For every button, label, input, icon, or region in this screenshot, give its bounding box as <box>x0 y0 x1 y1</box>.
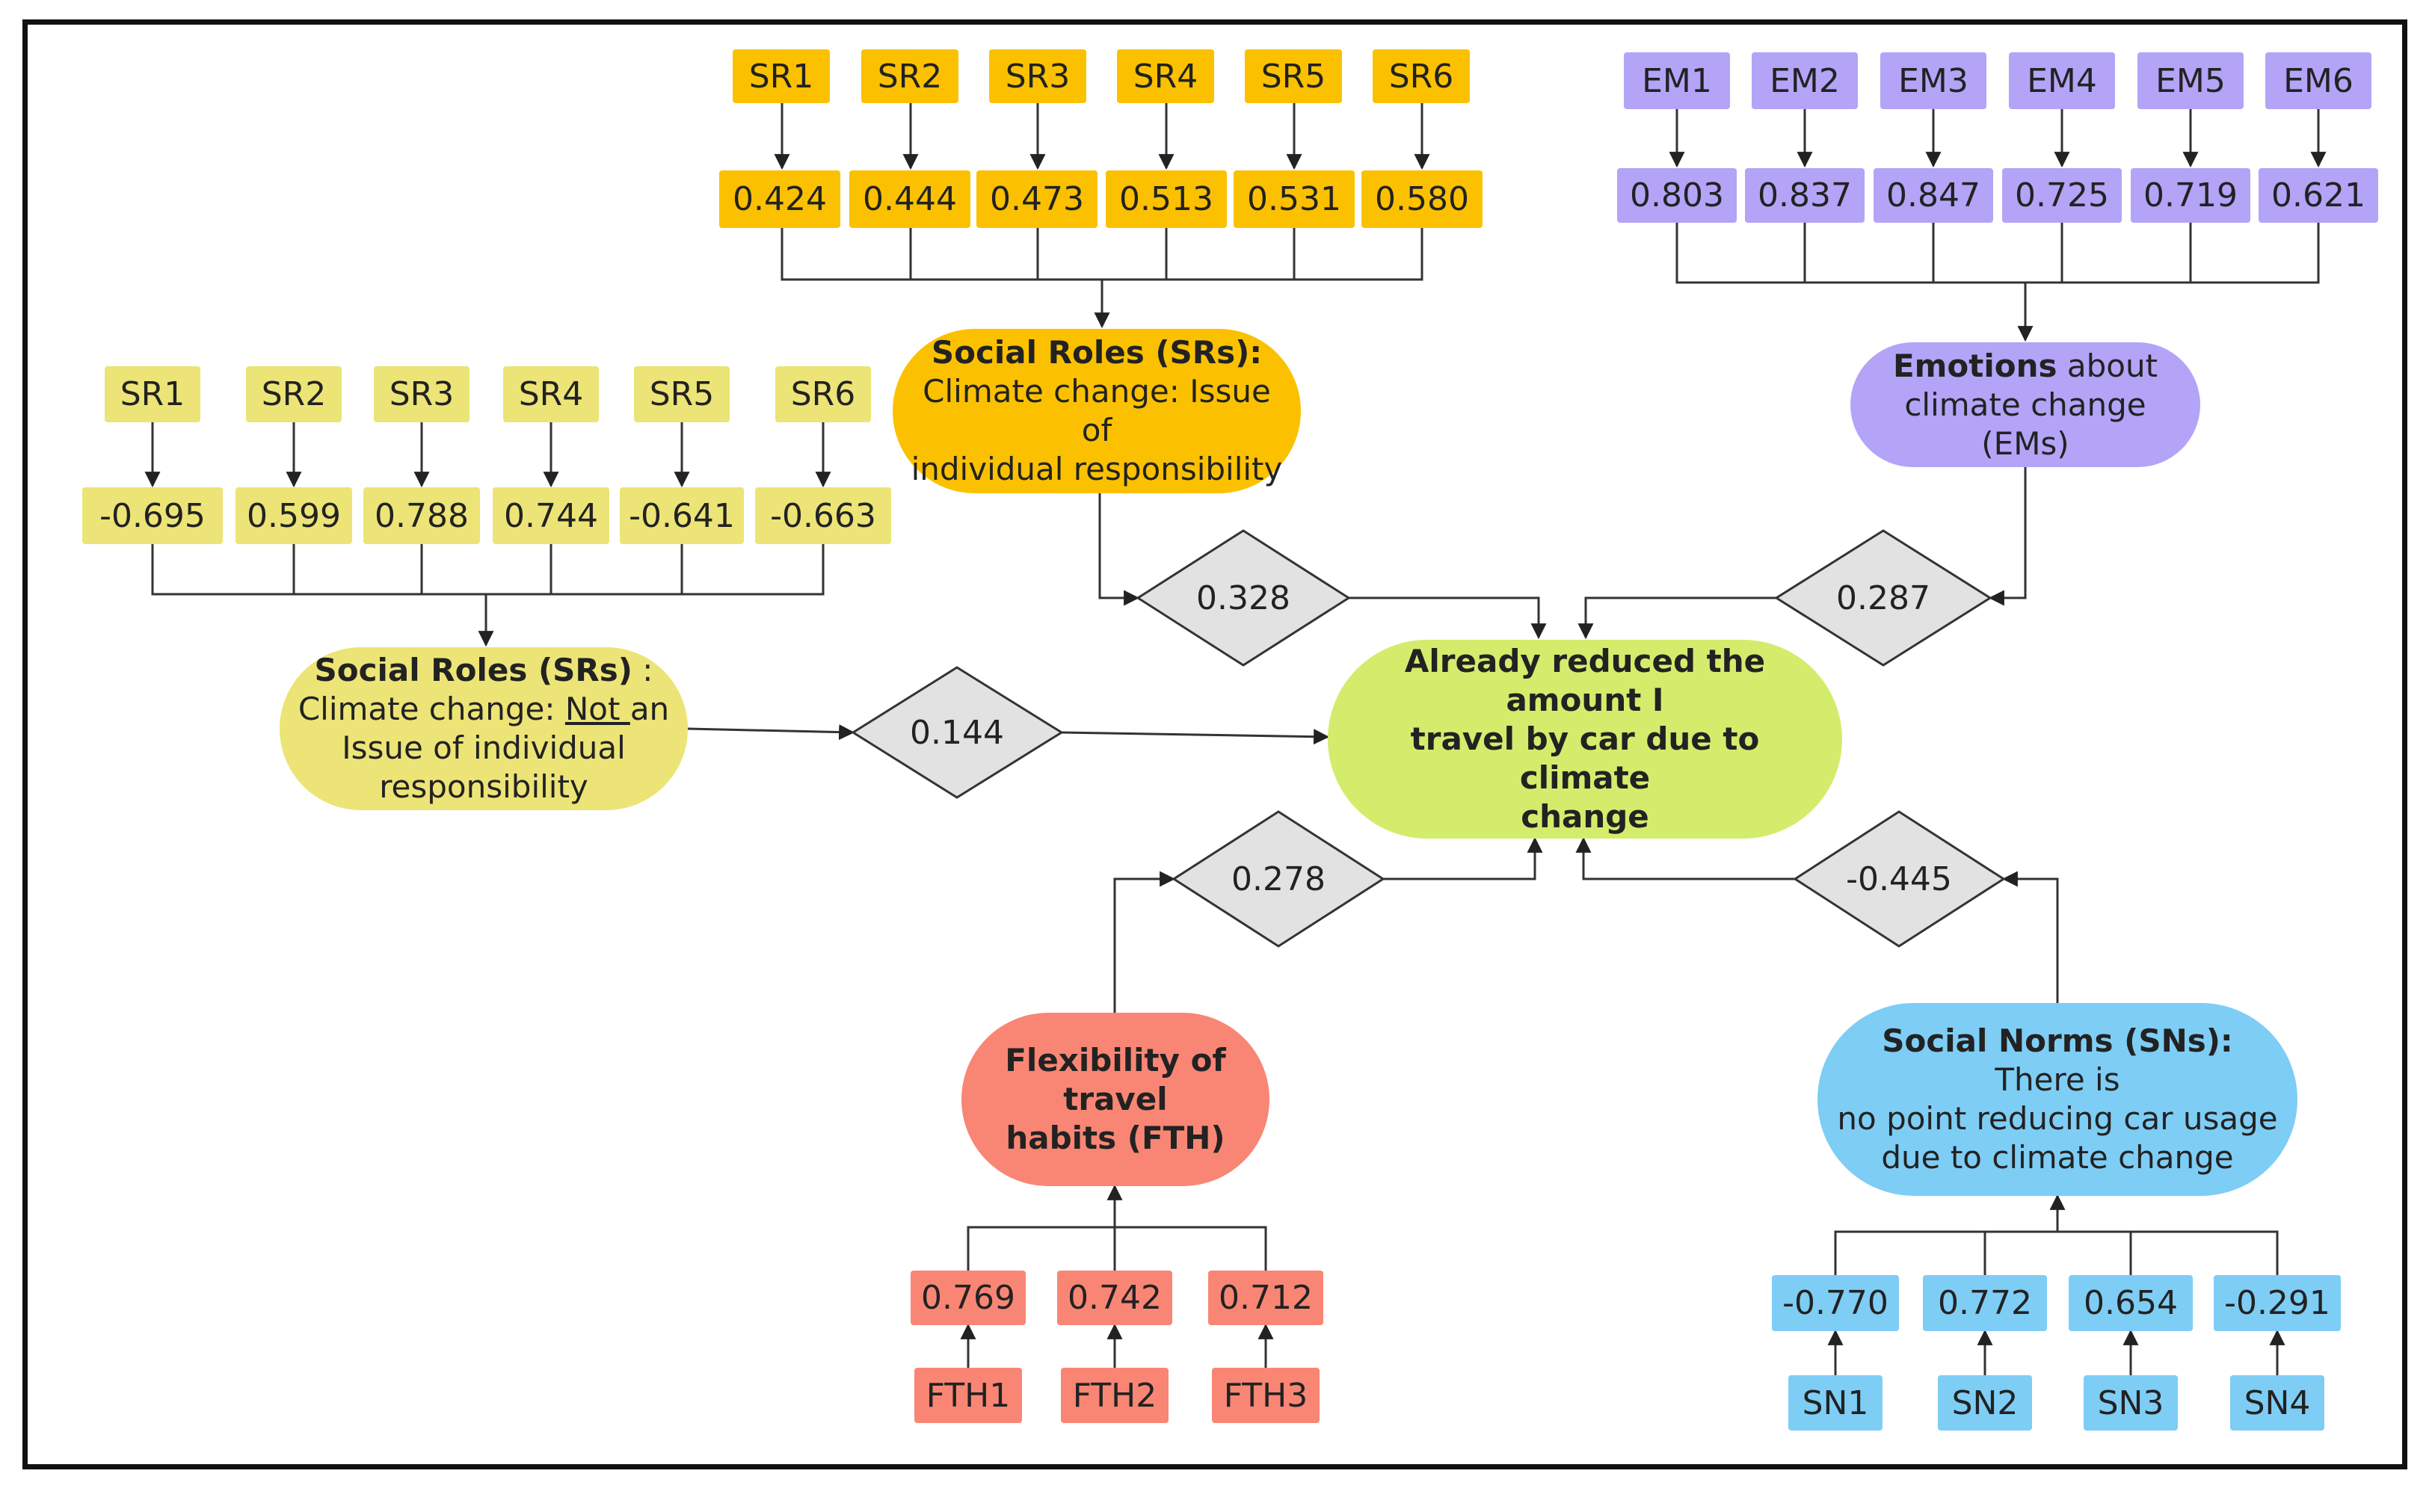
fth-item-1: FTH1 <box>914 1368 1022 1423</box>
sn-loading-4: -0.291 <box>2214 1275 2341 1331</box>
sr-top-item-5: SR5 <box>1245 49 1342 103</box>
sr-top-loading-1: 0.424 <box>719 170 840 228</box>
fth-construct-line2: habits (FTH) <box>1006 1120 1225 1156</box>
path-label-sr-left: 0.144 <box>910 713 1004 752</box>
fth-loading-3: 0.712 <box>1208 1271 1323 1325</box>
fth-loading-1: 0.769 <box>911 1271 1026 1325</box>
sr-top-construct-title: Social Roles (SRs): <box>931 334 1263 371</box>
em-loading-6: 0.621 <box>2259 168 2378 223</box>
sn-loading-3: 0.654 <box>2069 1275 2193 1331</box>
fth-construct-line1: Flexibility of travel <box>1005 1042 1226 1117</box>
sr-top-construct: Social Roles (SRs): Climate change: Issu… <box>893 329 1301 493</box>
em-loading-3: 0.847 <box>1874 168 1993 223</box>
sr-left-construct-title: Social Roles (SRs) <box>314 652 632 688</box>
sr-top-construct-line3: individual responsibility <box>911 451 1283 487</box>
sr-left-construct-line2b: an <box>629 691 670 727</box>
em-construct-line2: climate change <box>1904 386 2146 423</box>
sn-loading-1: -0.770 <box>1772 1275 1899 1331</box>
sn-item-4: SN4 <box>2230 1375 2324 1431</box>
sr-left-loading-6: -0.663 <box>755 487 891 544</box>
em-construct-title: Emotions <box>1892 347 2057 384</box>
path-label-sn: -0.445 <box>1846 860 1952 898</box>
sr-top-loading-5: 0.531 <box>1234 170 1355 228</box>
sr-left-item-4: SR4 <box>503 366 599 422</box>
sr-left-item-3: SR3 <box>374 366 470 422</box>
sr-left-construct-line2a: Climate change: <box>298 691 565 727</box>
sr-top-loading-6: 0.580 <box>1361 170 1483 228</box>
sr-left-loading-2: 0.599 <box>236 487 352 544</box>
sr-top-construct-line2: Climate change: Issue of <box>923 373 1271 448</box>
outcome-line1: Already reduced the amount I <box>1404 643 1766 718</box>
em-item-4: EM4 <box>2009 52 2115 109</box>
em-item-5: EM5 <box>2137 52 2244 109</box>
sr-left-item-6: SR6 <box>775 366 871 422</box>
path-diamond-sn <box>1793 810 2006 948</box>
path-label-fth: 0.278 <box>1231 860 1326 898</box>
sn-loading-2: 0.772 <box>1923 1275 2047 1331</box>
sr-top-item-1: SR1 <box>733 49 830 103</box>
em-item-3: EM3 <box>1880 52 1986 109</box>
sr-top-item-6: SR6 <box>1373 49 1470 103</box>
path-label-em: 0.287 <box>1836 578 1930 617</box>
sr-left-construct-line4: responsibility <box>379 768 588 805</box>
em-construct-title-rest: about <box>2057 347 2158 384</box>
sn-construct-title-rest: There is <box>1995 1061 2120 1098</box>
outcome-line2: travel by car due to climate <box>1410 720 1760 796</box>
sr-top-loading-4: 0.513 <box>1106 170 1227 228</box>
em-item-2: EM2 <box>1752 52 1858 109</box>
outcome-line3: change <box>1521 798 1649 835</box>
fth-construct: Flexibility of travel habits (FTH) <box>961 1013 1269 1186</box>
sr-left-construct-title-rest: : <box>632 652 653 688</box>
fth-item-3: FTH3 <box>1212 1368 1320 1423</box>
sr-top-loading-3: 0.473 <box>976 170 1098 228</box>
sn-item-2: SN2 <box>1938 1375 2032 1431</box>
em-loading-1: 0.803 <box>1617 168 1737 223</box>
sr-left-construct: Social Roles (SRs) : Climate change: Not… <box>280 647 688 810</box>
sr-left-loading-3: 0.788 <box>363 487 480 544</box>
sn-item-1: SN1 <box>1788 1375 1883 1431</box>
path-diamond-sr-left <box>851 666 1064 799</box>
sr-top-item-2: SR2 <box>861 49 958 103</box>
sr-top-loading-2: 0.444 <box>849 170 970 228</box>
path-label-sr-top: 0.328 <box>1196 578 1290 617</box>
em-loading-5: 0.719 <box>2131 168 2250 223</box>
sr-left-construct-not: Not <box>564 691 630 727</box>
sr-left-item-1: SR1 <box>105 366 200 422</box>
sr-left-item-2: SR2 <box>246 366 342 422</box>
em-item-6: EM6 <box>2265 52 2371 109</box>
em-loading-4: 0.725 <box>2002 168 2122 223</box>
sn-construct-line3: due to climate change <box>1881 1139 2234 1176</box>
sr-left-loading-1: -0.695 <box>82 487 223 544</box>
em-item-1: EM1 <box>1624 52 1730 109</box>
sn-construct: Social Norms (SNs): There is no point re… <box>1817 1003 2297 1196</box>
sr-top-item-4: SR4 <box>1117 49 1214 103</box>
outcome-construct: Already reduced the amount I travel by c… <box>1328 640 1842 839</box>
path-diamond-sr-top <box>1136 529 1351 667</box>
sn-item-3: SN3 <box>2084 1375 2178 1431</box>
sr-top-item-3: SR3 <box>989 49 1086 103</box>
path-diamond-em <box>1774 529 1992 667</box>
sr-left-loading-5: -0.641 <box>620 487 744 544</box>
sn-construct-line2: no point reducing car usage <box>1837 1100 2278 1137</box>
em-construct: Emotions about climate change (EMs) <box>1850 342 2200 467</box>
sn-construct-title: Social Norms (SNs): <box>1882 1022 2233 1059</box>
fth-item-2: FTH2 <box>1061 1368 1169 1423</box>
diagram-frame <box>22 19 2407 1469</box>
sr-left-construct-line3: Issue of individual <box>342 729 626 766</box>
sr-left-loading-4: 0.744 <box>493 487 609 544</box>
em-construct-line3: (EMs) <box>1981 425 2069 462</box>
fth-loading-2: 0.742 <box>1057 1271 1172 1325</box>
path-diamond-fth <box>1172 810 1385 948</box>
sr-left-item-5: SR5 <box>634 366 730 422</box>
em-loading-2: 0.837 <box>1745 168 1865 223</box>
